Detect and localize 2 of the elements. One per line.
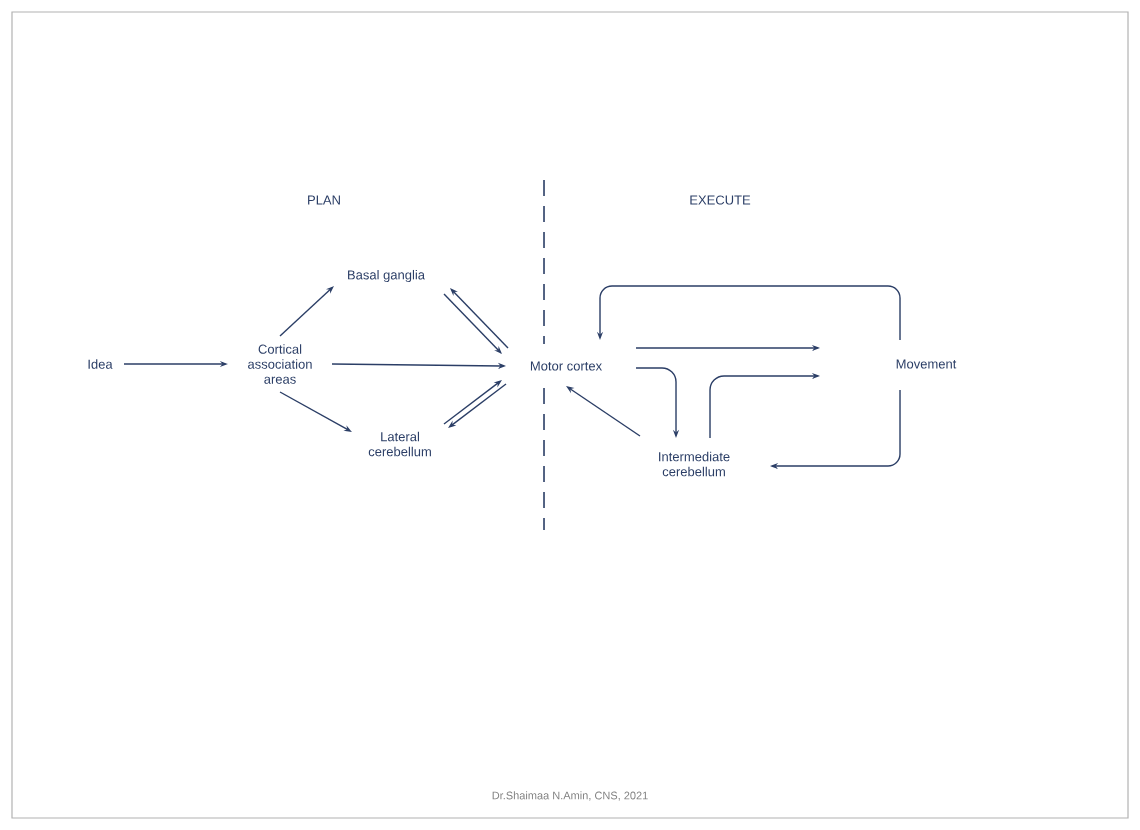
arrow: [279, 286, 334, 337]
arrow: [566, 386, 641, 437]
